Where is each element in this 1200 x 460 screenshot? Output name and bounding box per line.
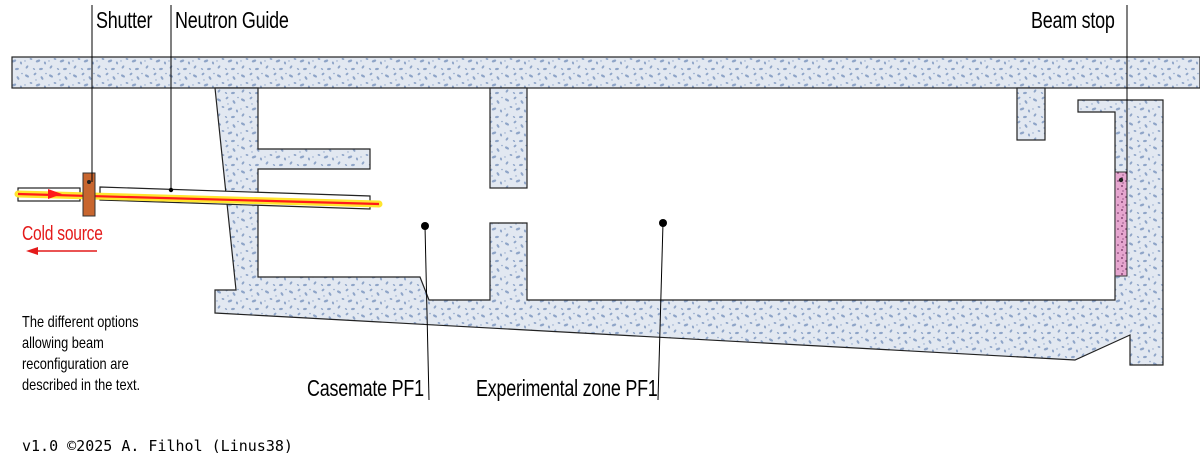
note-line: allowing beam xyxy=(22,335,104,352)
note-line: reconfiguration are xyxy=(22,356,129,373)
shutter-label: Shutter xyxy=(96,7,153,33)
partition-stub-right xyxy=(1016,87,1046,141)
beam-stop-block xyxy=(1114,171,1128,277)
beam-stop-marker xyxy=(1118,177,1124,183)
note-line: described in the text. xyxy=(22,377,141,394)
experimental-zone-label: Experimental zone PF1 xyxy=(476,375,658,401)
shutter-block xyxy=(82,172,96,217)
reconfiguration-note: The different options allowing beam reco… xyxy=(22,312,140,396)
casemate-wall xyxy=(214,87,1164,366)
experimental-zone-leader-dot xyxy=(659,219,667,227)
top-wall xyxy=(11,56,1200,89)
casemate-label: Casemate PF1 xyxy=(307,375,424,401)
guide-leader-dot xyxy=(168,187,174,193)
cold-source-arrow xyxy=(26,247,97,255)
shutter-marker xyxy=(87,180,91,184)
neutron-beam xyxy=(14,189,383,208)
partition-stub-upper xyxy=(489,87,528,189)
cold-source-label: Cold source xyxy=(22,223,103,245)
casemate-leader-dot xyxy=(421,222,429,230)
note-line: The different options xyxy=(22,314,139,331)
concrete-walls xyxy=(11,56,1200,366)
neutron-guide-label: Neutron Guide xyxy=(175,7,289,33)
beam-stop-label: Beam stop xyxy=(1031,7,1115,33)
version-credit: v1.0 ©2025 A. Filhol (Linus38) xyxy=(22,437,293,455)
leader-lines xyxy=(91,5,1128,401)
